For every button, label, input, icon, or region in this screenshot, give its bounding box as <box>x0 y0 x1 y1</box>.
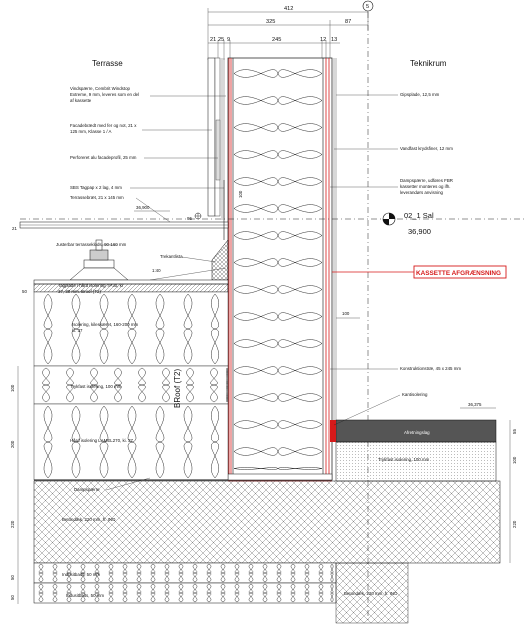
dim-55: 55 <box>512 429 517 434</box>
dim-36900-small: 36,900 <box>136 205 150 210</box>
left-labels: Vindspærre, Cembrit Windstop Extreme, 9 … <box>56 86 226 598</box>
label-isolering-1: Isolering, kileskæret, 160-200 mm <box>72 322 138 327</box>
dim-9: 9 <box>227 37 230 43</box>
label-trykfast-right: Trykfast isolering, 100 mm <box>378 457 430 462</box>
label-trekant: Trekantlista <box>160 254 183 259</box>
label-justerbar: Justerbar terrasseklods, 90-160 mm <box>56 242 127 247</box>
dim-21-left: 21 <box>12 226 17 231</box>
label-indusi-2: Indusitbaits, 50 mm <box>66 593 104 598</box>
broof-label: BRoof (T2) <box>173 369 182 408</box>
terrace-pedestal <box>69 239 129 281</box>
label-facade-1: Facadebrædt med fer og not, 21 x <box>70 123 137 128</box>
interior-floor: 36,375 <box>330 402 497 482</box>
terrace-deck: 36,900 95 21 <box>12 205 229 231</box>
dim-50-b: 50 <box>10 595 15 600</box>
label-gips: Gipsplade, 12,5 mm <box>400 92 440 97</box>
level-value: 36,900 <box>408 227 431 236</box>
label-perforeret: Perforeret alu facadeprofil, 25 mm <box>70 155 137 160</box>
dim-100-left: 100 <box>10 384 15 392</box>
dim-325: 325 <box>266 19 275 25</box>
dim-412: 412 <box>284 6 293 12</box>
label-konstruktion: Konstruktionstræ, 45 x 245 mm <box>400 366 461 371</box>
dim-200: 200 <box>10 440 15 448</box>
slope-label: 1:40 <box>152 268 161 273</box>
label-trykfast: Trykfast isolering, 100 mm <box>70 384 122 389</box>
wall-cassette <box>227 57 333 482</box>
label-betondaek-right: Betondæk, 220 mm, fr. INO <box>344 591 398 596</box>
dim-21: 21 <box>210 37 216 43</box>
dim-100-wall: 100 <box>238 190 243 198</box>
dim-100-interior: 100 <box>342 311 350 316</box>
hard-insulation <box>33 403 229 481</box>
dim-95: 95 <box>187 216 192 221</box>
dim-12: 12 <box>320 37 326 43</box>
dim-50: 50 <box>22 289 27 294</box>
label-vindspaerre-1: Vindspærre, Cembrit Windstop <box>70 86 131 91</box>
roof-upstand: 1:40 <box>149 180 229 281</box>
level-name: 02_1 Sal <box>404 211 434 220</box>
dim-13: 13 <box>331 37 337 43</box>
label-damp-3: leverandørs anvisning <box>400 190 444 195</box>
pressure-insulation <box>33 365 229 405</box>
label-facade-2: 125 mm, Klasse 1 / A <box>70 129 112 134</box>
label-vindspaerre-3: af kassette <box>70 98 92 103</box>
dim-220-left: 220 <box>10 520 15 528</box>
label-vandfast: Vandfast krydsfiner, 12 mm <box>400 146 453 151</box>
label-afretning: Afretningslag <box>404 430 430 435</box>
vertical-dims-right: 55 100 220 <box>509 420 517 563</box>
tapered-insulation <box>33 291 229 367</box>
facade-cladding <box>207 57 225 220</box>
label-betondaek-left: Betondæk, 220 mm, fr. INO <box>62 517 116 522</box>
label-haard: Hård isolering LAMEL270, ki. 37 <box>70 438 134 443</box>
label-kassette: KASSETTE AFGRÆNSNING <box>416 270 501 277</box>
label-kantisolering: Kantisolering <box>402 392 428 397</box>
label-indusi-1: Indusitbaits, 50 mm <box>62 572 100 577</box>
label-damp-2: kassetter monteres og ifh. <box>400 184 451 189</box>
label-vindspaerre-2: Extreme, 9 mm, leveres som en del <box>70 92 139 97</box>
label-terrasse: Terrassebræt, 21 x 145 mm <box>70 195 124 200</box>
grid-marker-label: 5 <box>366 4 369 10</box>
level-marker: 02_1 Sal 36,900 <box>20 211 526 236</box>
concrete-slab <box>33 480 501 564</box>
label-damp-1: Dampspærre, udføres FBR <box>400 178 453 183</box>
dim-245: 245 <box>272 37 281 43</box>
dim-50-a: 50 <box>10 575 15 580</box>
dim-36375: 36,375 <box>468 402 482 407</box>
dim-25: 25 <box>218 37 224 43</box>
label-tagpap: SBS Tagpap x 2 lag, 4 mm <box>70 185 122 190</box>
label-dampspaerre: Dampspærre <box>74 487 100 492</box>
label-tagplade-1: Tagplade i hård isolering TP30, ki <box>58 283 123 288</box>
right-labels: Gipsplade, 12,5 mm Vandfast krydsfiner, … <box>330 92 507 596</box>
room-title-teknikrum: Teknikrum <box>410 59 447 68</box>
grid-marker-circle <box>362 0 374 12</box>
dim-220-right: 220 <box>512 520 517 528</box>
label-tagplade-2: 37, 30 mm. Broof (T2) <box>58 289 101 294</box>
lower-batts <box>33 562 409 624</box>
vertical-dims-left: 100 200 220 50 50 <box>10 366 19 604</box>
label-isolering-2: ki. 37 <box>72 328 83 333</box>
top-dimensions: 412 325 87 21 25 9 245 12 13 <box>207 6 369 60</box>
dim-100-right: 100 <box>512 456 517 464</box>
interior-finish <box>333 58 337 420</box>
room-title-terrasse: Terrasse <box>92 59 123 68</box>
dim-87: 87 <box>345 19 351 25</box>
